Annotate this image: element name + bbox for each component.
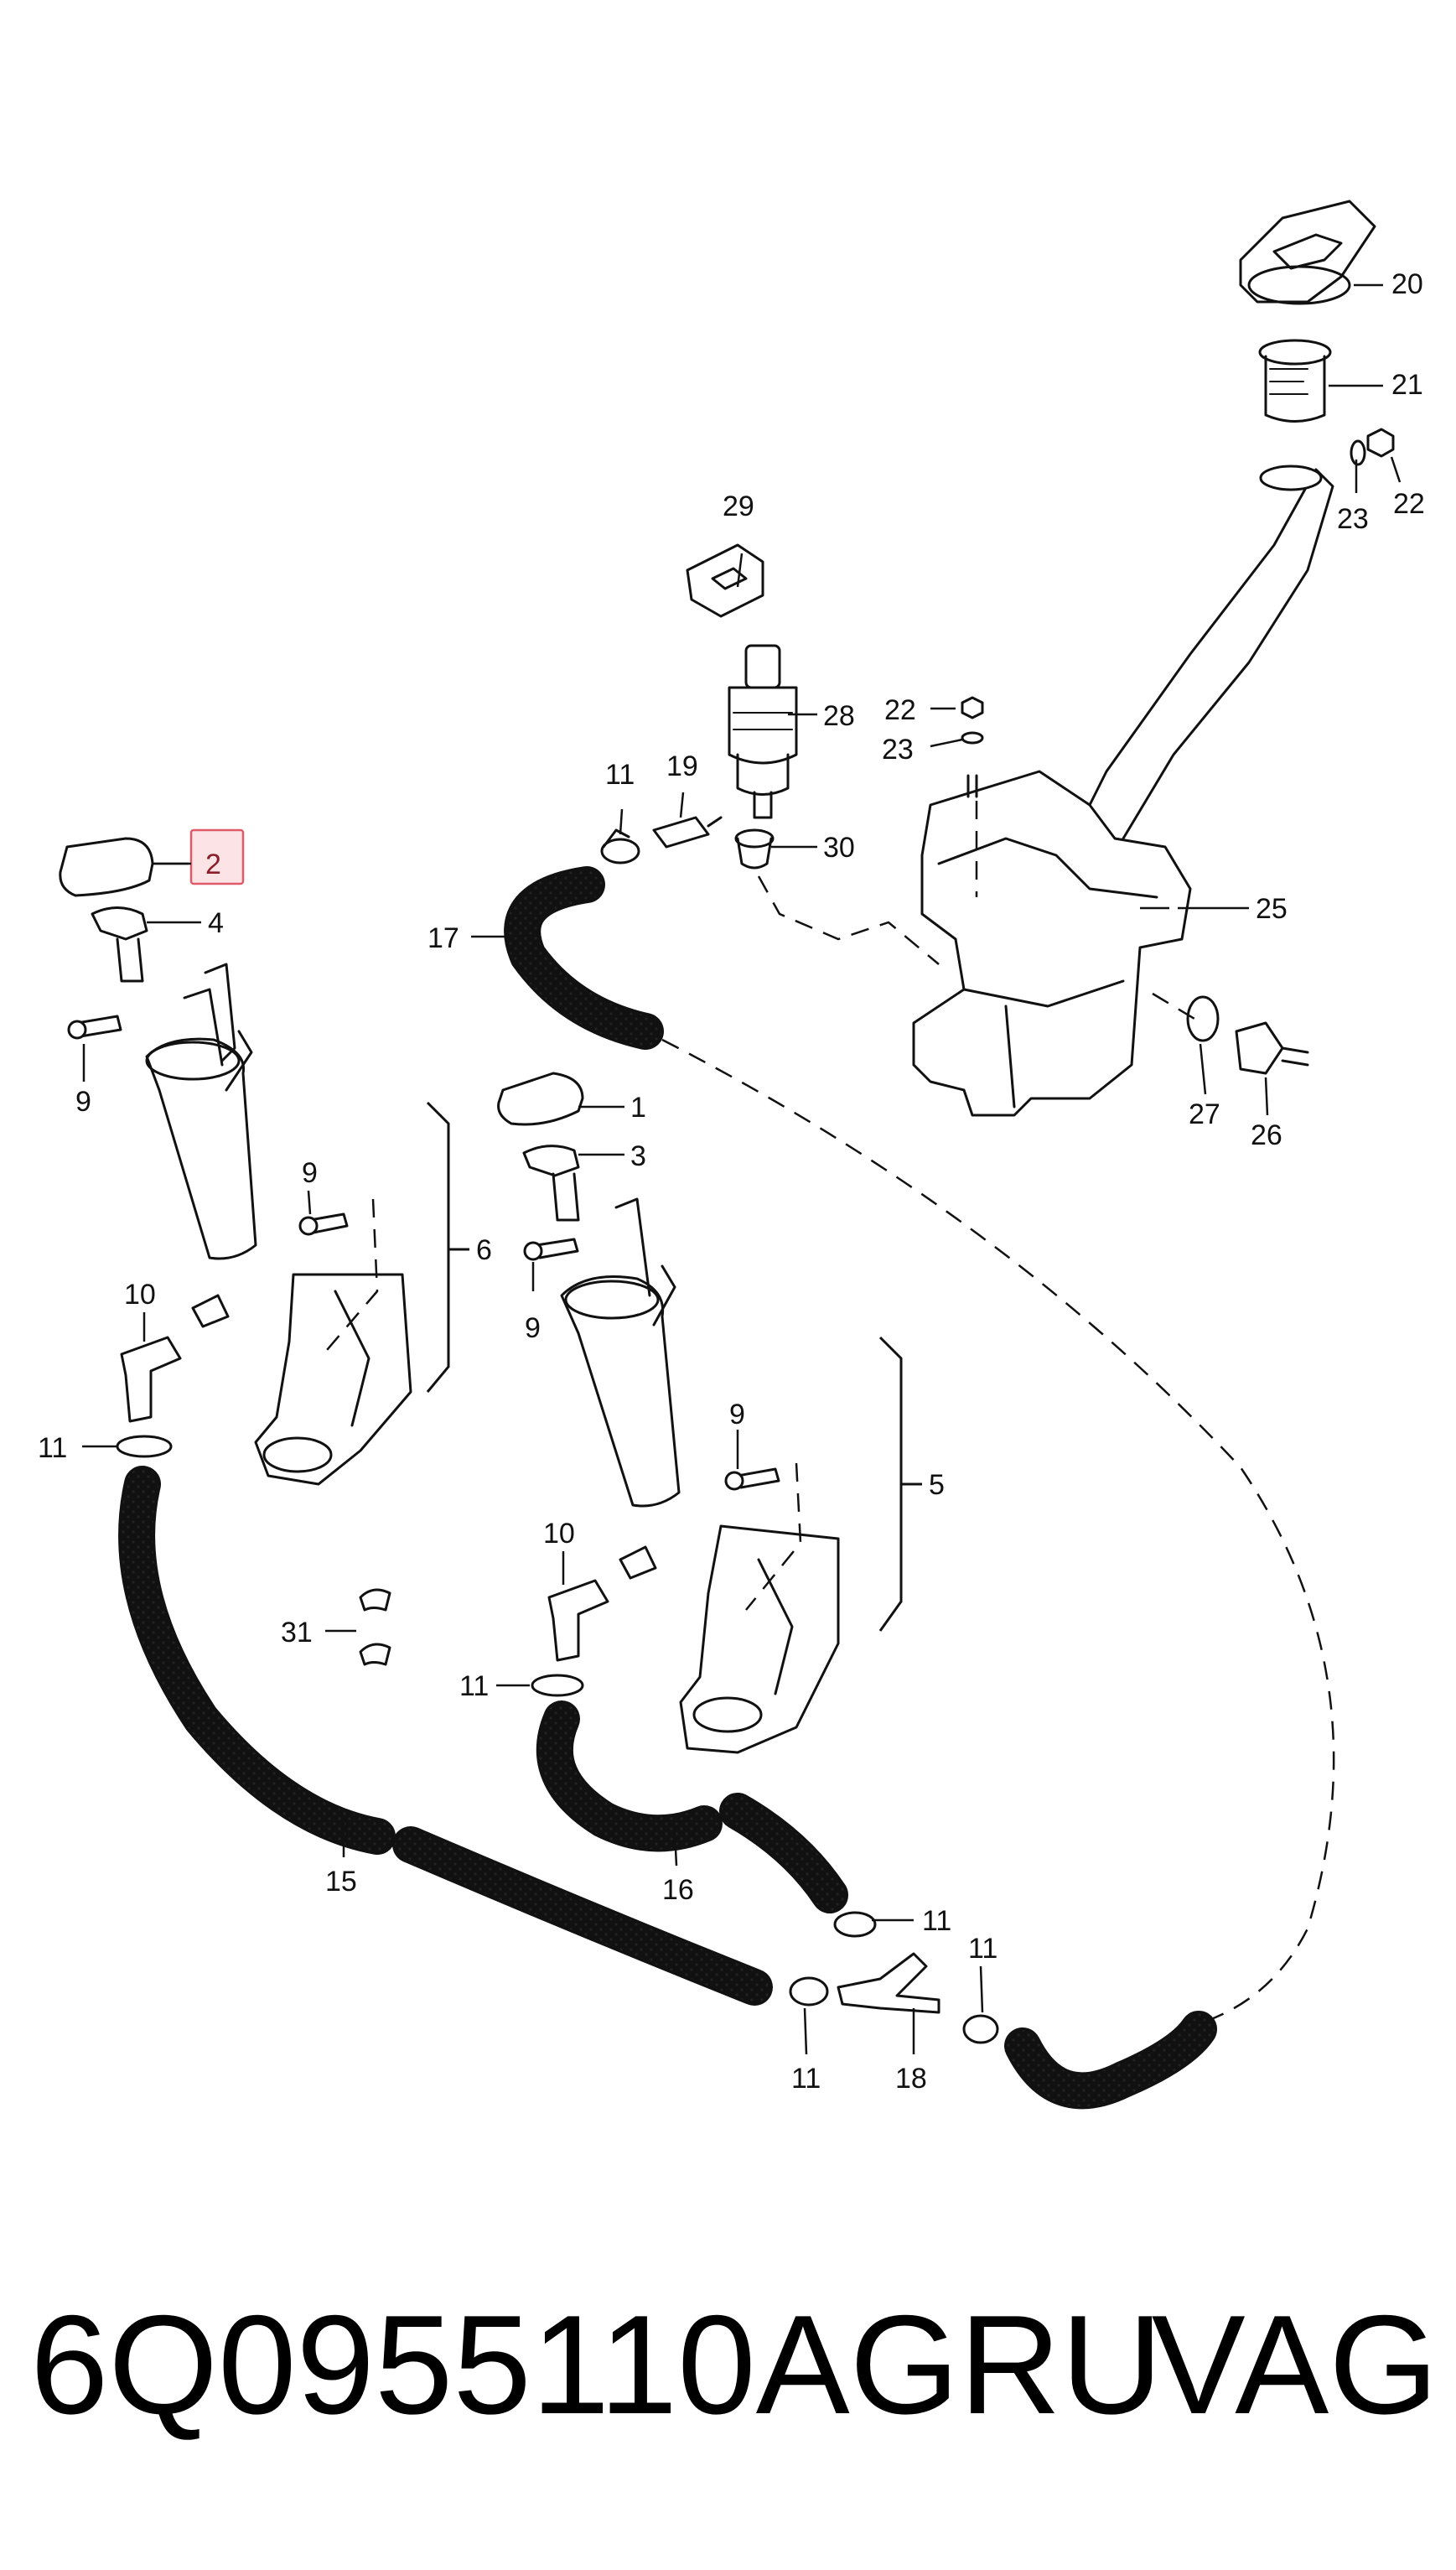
- callout-15: 15: [325, 1866, 357, 1898]
- callout-25: 25: [1256, 893, 1288, 925]
- callout-27: 27: [1189, 1098, 1220, 1130]
- right-nozzle-3: [522, 1145, 580, 1222]
- callout-11-left: 11: [38, 1432, 67, 1464]
- filler-strainer: [1258, 339, 1332, 423]
- footer-caption: 6Q0955110AGRU VAG: [30, 2281, 1438, 2448]
- part-number: 6Q0955110AGRU: [30, 2286, 1163, 2443]
- y-piece-18: [837, 1952, 940, 2014]
- callout-22-upper: 22: [1393, 488, 1425, 520]
- hoses: [118, 866, 1217, 2110]
- callout-6: 6: [476, 1234, 492, 1266]
- callout-11-y-left: 11: [791, 2063, 821, 2095]
- electrical-connector: [686, 543, 764, 618]
- hose-clamp-y-top: [833, 1911, 877, 1938]
- hose-16b: [722, 1795, 846, 1911]
- level-sensor: [1186, 995, 1309, 1075]
- callout-29: 29: [723, 491, 754, 522]
- callout-9-c: 9: [525, 1312, 541, 1344]
- callout-labels: 20 21 23 22 22 23 25 27 26 29 28 30 19 1…: [38, 268, 1425, 2095]
- hose-clamp-y-left: [789, 1976, 829, 2007]
- nut-washer-middle: [961, 696, 984, 798]
- group-brackets: [426, 1101, 922, 1632]
- callout-23-upper: 23: [1337, 503, 1369, 535]
- callout-26: 26: [1251, 1119, 1282, 1151]
- elbow-connector-10b: [547, 1545, 657, 1662]
- callout-30: 30: [823, 832, 855, 864]
- routing-dashes: [326, 801, 1335, 2022]
- callout-9-b: 9: [302, 1157, 318, 1189]
- washer-fluid-reservoir: [912, 465, 1334, 1117]
- hose-clips-31: [359, 1588, 391, 1666]
- callout-10-b: 10: [543, 1518, 575, 1550]
- nut-washer-upper: [1350, 428, 1395, 466]
- callout-20: 20: [1391, 268, 1423, 300]
- elbow-connector-10a: [120, 1294, 230, 1423]
- callout-23-middle: 23: [882, 734, 914, 766]
- callout-18: 18: [895, 2063, 927, 2095]
- callout-17: 17: [427, 922, 459, 954]
- callout-19: 19: [666, 750, 698, 782]
- right-cap-1: [497, 1072, 584, 1126]
- right-bracket: [679, 1524, 840, 1754]
- brand-name: VAG: [1151, 2286, 1438, 2443]
- callout-9-a: 9: [75, 1086, 91, 1118]
- callout-16: 16: [662, 1874, 694, 1906]
- callout-9-d: 9: [729, 1399, 745, 1430]
- connector-19: [652, 816, 723, 849]
- callout-10-a: 10: [124, 1279, 156, 1311]
- filler-cap: [1239, 200, 1376, 305]
- left-telescopic-cylinder: [145, 963, 257, 1260]
- left-cap-2: [59, 837, 154, 897]
- callout-4: 4: [208, 907, 224, 939]
- callout-2: 2: [205, 849, 221, 880]
- callout-1: 1: [630, 1092, 646, 1124]
- callout-11-y-right: 11: [968, 1933, 997, 1965]
- hose-15b: [395, 1829, 770, 2003]
- hose-17: [506, 869, 661, 1047]
- hose-clamp-right: [531, 1674, 584, 1697]
- washer-pump: [728, 644, 798, 819]
- hose-15: [121, 1468, 393, 1852]
- left-nozzle-4: [91, 906, 148, 983]
- screw-9a: [67, 1015, 122, 1040]
- hose-right: [1007, 2013, 1215, 2107]
- hose-clamp-top: [600, 828, 640, 864]
- left-bracket: [254, 1273, 412, 1486]
- pump-grommet: [734, 828, 775, 870]
- screw-9b: [298, 1212, 349, 1236]
- highlight-box-2: [189, 828, 245, 885]
- callout-31: 31: [281, 1617, 313, 1648]
- hose-clamp-y-right: [962, 2014, 999, 2044]
- callout-11-y-top: 11: [922, 1905, 951, 1937]
- callout-28: 28: [823, 700, 855, 732]
- screw-9d: [724, 1467, 780, 1491]
- hose-clamp-left: [116, 1435, 173, 1458]
- screw-9c: [523, 1238, 579, 1261]
- right-telescopic-cylinder: [560, 1197, 681, 1508]
- callout-11-mid: 11: [459, 1670, 489, 1702]
- callout-21: 21: [1391, 369, 1423, 401]
- callout-22-middle: 22: [884, 694, 916, 726]
- callout-11-top: 11: [605, 759, 635, 791]
- callout-3: 3: [630, 1140, 646, 1172]
- hose-16: [538, 1703, 720, 1850]
- callout-5: 5: [929, 1469, 945, 1501]
